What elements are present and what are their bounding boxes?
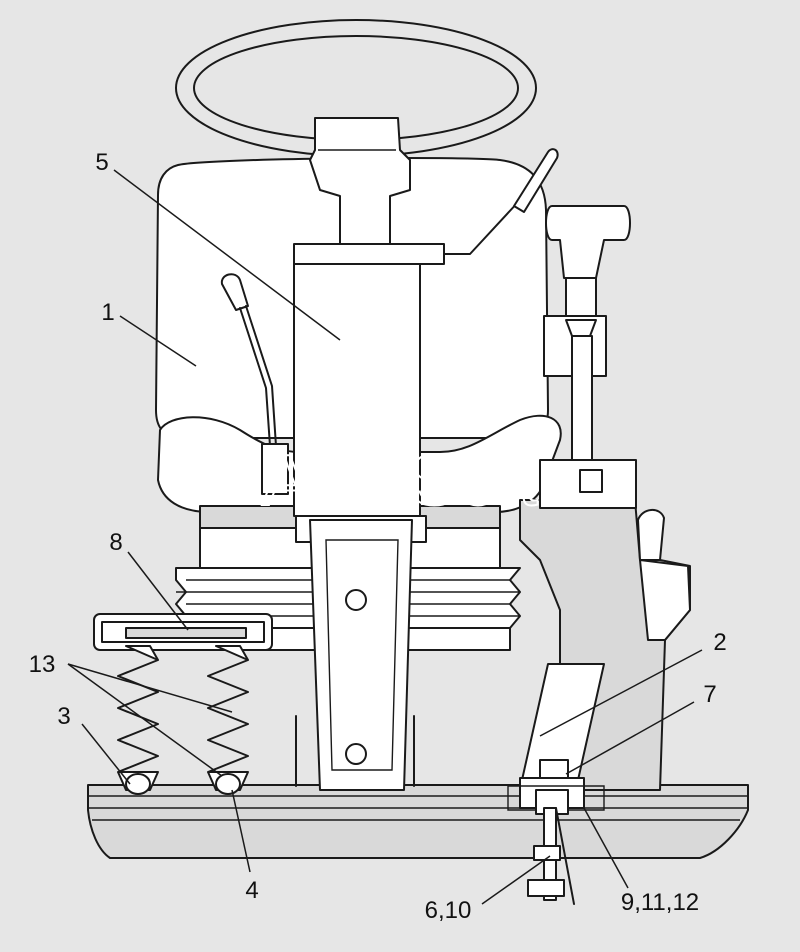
pedal-bar: [93, 613, 273, 651]
callout-7: 7: [703, 681, 716, 708]
callout-13: 13: [29, 651, 56, 678]
watermark-text: AutoSoft: [262, 441, 538, 521]
callout-8: 8: [109, 529, 122, 556]
callout-2: 2: [713, 629, 726, 656]
right-bellows-boot: [207, 645, 249, 795]
callout-6-10: 6,10: [425, 897, 472, 924]
steering-column: [293, 117, 445, 791]
leader-lines: [67, 169, 703, 905]
callout-5: 5: [95, 149, 108, 176]
callout-9-11-12: 9,11,12: [621, 889, 699, 916]
pedal: [507, 663, 605, 815]
callout-4: 4: [245, 877, 258, 904]
callout-3: 3: [57, 703, 70, 730]
parking-brake-handle: [539, 205, 637, 509]
column-lever: [443, 148, 559, 255]
callout-1: 1: [101, 299, 114, 326]
left-bellows-boot: [117, 645, 159, 795]
pedal-linkage: [527, 807, 575, 905]
seat-adjust-lever: [220, 273, 289, 495]
callout-labels: 5 1 8 13 3 4 2 7 6,10 9,11,12: [29, 149, 727, 924]
floor-plate: [87, 784, 749, 859]
